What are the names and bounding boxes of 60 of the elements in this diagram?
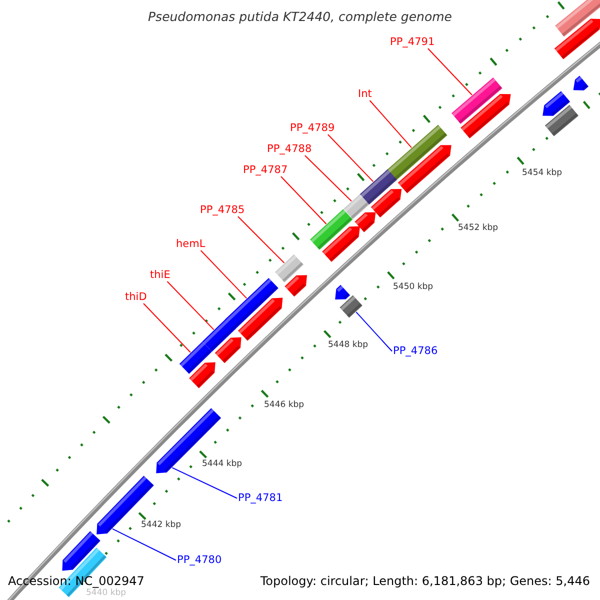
gene-feature: [284, 275, 307, 297]
gene-label: PP_4780: [177, 555, 222, 566]
gene-bar: [344, 194, 370, 220]
gene-feature: [238, 298, 283, 341]
gene-label: hemL: [176, 239, 206, 250]
scale-label: 5446 kbp: [264, 401, 304, 410]
gene-feature: [322, 226, 360, 262]
gene-label: thiD: [125, 292, 147, 302]
gene-feature: [554, 18, 600, 60]
gene-feature: [354, 212, 376, 232]
leader-line: [200, 250, 248, 299]
gene-bar: [179, 342, 212, 374]
leader-line: [112, 528, 176, 561]
gene-label: Int: [358, 89, 372, 100]
scale-label: 5450 kbp: [393, 283, 434, 292]
gene-bar: [452, 78, 502, 124]
leader-line: [304, 155, 352, 202]
leader-line: [356, 312, 392, 352]
gene-feature: [573, 76, 588, 90]
gene-feature: [542, 91, 570, 116]
gene-feature: [460, 94, 511, 138]
scale-label: 5442 kbp: [141, 521, 182, 530]
leader-line: [369, 100, 412, 148]
gene-label: thiE: [150, 270, 170, 280]
gene-feature: [156, 408, 222, 474]
leader-line: [143, 303, 191, 353]
gene-label: PP_4785: [200, 205, 245, 216]
scale-label: 5452 kbp: [458, 224, 498, 232]
gene-feature: [189, 362, 216, 388]
leader-line: [172, 467, 238, 499]
scale-label: 5448 kbp: [328, 341, 368, 350]
leader-line: [427, 48, 473, 96]
scale-label: 5444 kbp: [202, 460, 242, 468]
gene-bar: [555, 0, 600, 37]
scale-label: 5454 kbp: [522, 169, 562, 178]
genome-info-text: Topology: circular; Length: 6,181,863 bp; Genes: 5,446: [260, 575, 590, 587]
gene-label: PP_4787: [243, 165, 288, 176]
leader-line: [166, 281, 214, 330]
gene-bar: [225, 278, 278, 330]
title: Pseudomonas putida KT2440, complete genome: [147, 11, 453, 24]
gene-label: PP_4788: [267, 144, 312, 154]
gene-feature: [398, 145, 452, 194]
leader-line: [327, 134, 374, 182]
gene-label: PP_4781: [238, 493, 283, 504]
gene-bar: [359, 169, 397, 205]
gene-bar: [386, 124, 448, 182]
scale-label: 5440 kbp: [86, 589, 126, 598]
gene-bar: [202, 318, 236, 352]
gene-bar: [544, 104, 578, 136]
leader-line: [237, 216, 285, 264]
gene-label: PP_4786: [393, 346, 438, 356]
gene-label: PP_4791: [390, 37, 435, 48]
gene-feature: [62, 531, 100, 571]
gene-bar: [340, 295, 362, 318]
gene-bar: [310, 209, 353, 250]
gene-feature: [370, 189, 402, 218]
gene-feature: [214, 337, 242, 364]
gene-label: PP_4789: [290, 123, 335, 134]
gene-bar: [275, 254, 304, 282]
gene-feature: [335, 284, 350, 300]
